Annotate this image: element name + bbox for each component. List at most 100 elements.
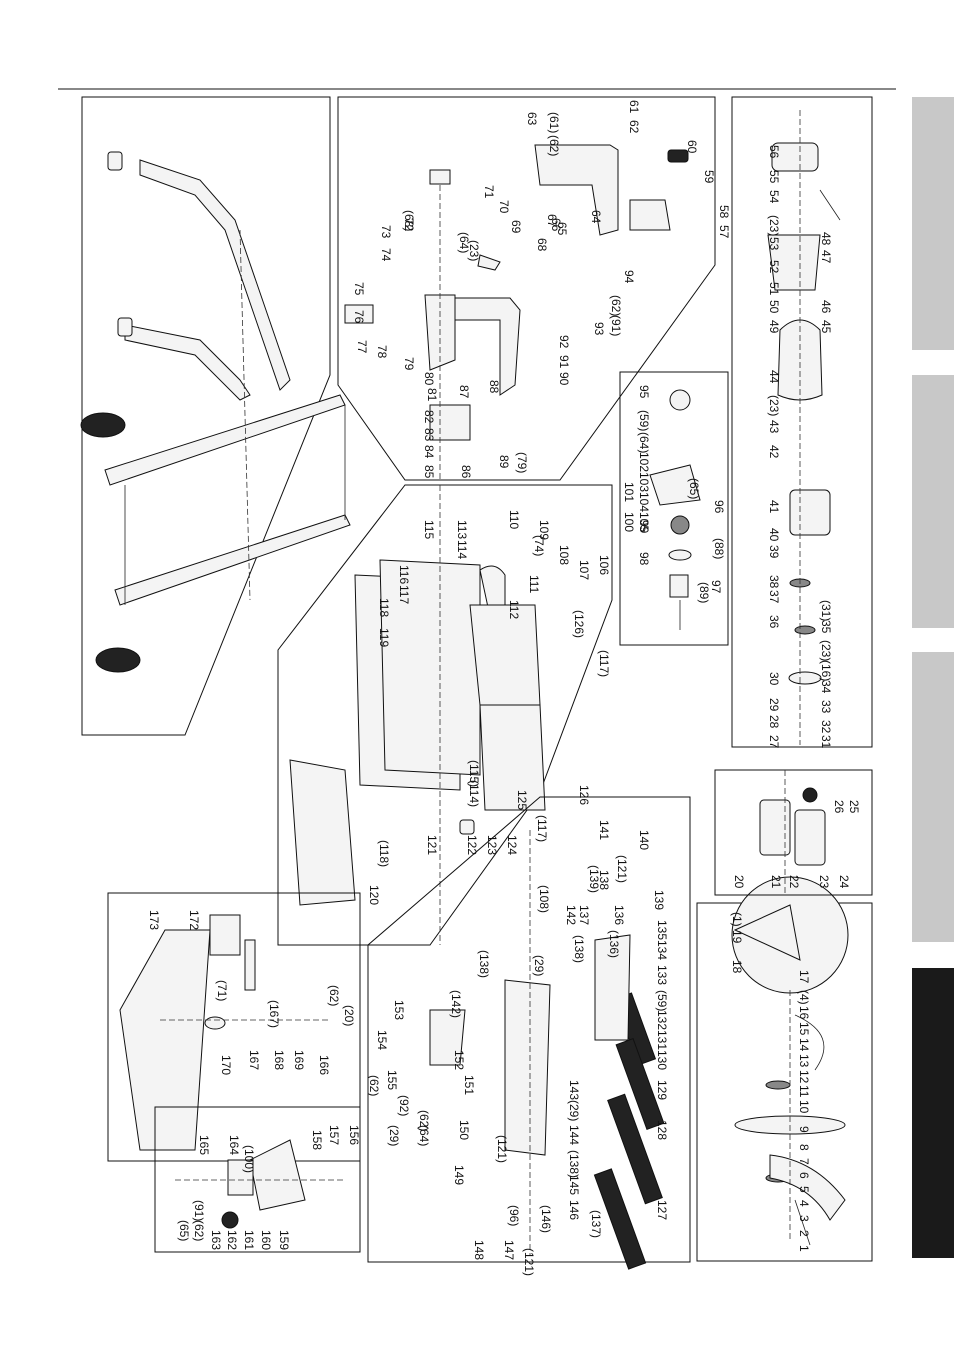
- part-number-label: 78: [375, 345, 389, 359]
- part-number-label: 57: [717, 225, 731, 239]
- part-number-label: 122: [465, 835, 479, 855]
- part-number-label: 163: [209, 1230, 223, 1250]
- part-number-label: 134: [655, 940, 669, 960]
- part-number-label: 3: [797, 1215, 811, 1222]
- part-number-label: (91): [609, 315, 623, 336]
- part-number-label: 9: [797, 1126, 811, 1133]
- part-number-label: 23: [817, 875, 831, 889]
- part-number-label: (62): [367, 1075, 381, 1096]
- part-number-label: 147: [502, 1240, 516, 1260]
- part-number-label: 4: [797, 1200, 811, 1207]
- part-number-label: 130: [655, 1050, 669, 1070]
- part-number-label: 165: [197, 1135, 211, 1155]
- part-number-label: 80: [422, 372, 436, 386]
- part-number-label: (74): [532, 535, 546, 556]
- part-number-label: 2: [797, 1230, 811, 1237]
- part-number-label: 88: [487, 380, 501, 394]
- part-number-label: 115: [422, 520, 436, 539]
- part-number-label: 31: [819, 735, 833, 749]
- part-number-label: (64): [417, 1125, 431, 1146]
- part-number-label: 52: [767, 260, 781, 274]
- part-number-label: 64: [589, 210, 603, 224]
- part-number-label: 100: [622, 512, 636, 532]
- part-number-label: 169: [292, 1050, 306, 1070]
- part-number-label: 37: [767, 590, 781, 604]
- frame-labels: 106107108109110(74)111112113114115116117…: [367, 510, 611, 905]
- part-number-label: 13: [797, 1054, 811, 1068]
- part-number-label: 111: [527, 575, 541, 594]
- panel-pump: 156157158159160161162163164(100)165(91)(…: [154, 1106, 361, 1253]
- part-number-label: 29: [767, 698, 781, 712]
- part-number-label: (65): [687, 478, 701, 499]
- part-number-label: 56: [767, 145, 781, 159]
- part-number-label: (121): [522, 1248, 536, 1276]
- part-number-label: (65): [177, 1220, 191, 1241]
- part-number-label: 19: [730, 930, 744, 944]
- part-number-label: 17: [797, 970, 811, 984]
- part-number-label: 95: [637, 385, 651, 399]
- part-number-label: 12: [797, 1070, 811, 1084]
- part-number-label: 148: [472, 1240, 486, 1260]
- part-number-label: 35: [819, 620, 833, 634]
- part-number-label: 121: [425, 835, 439, 855]
- section-tab-3[interactable]: [912, 652, 954, 942]
- section-tab-1[interactable]: [912, 97, 954, 350]
- part-number-label: (4): [797, 990, 811, 1005]
- part-number-label: 161: [242, 1230, 256, 1250]
- part-number-label: (62): [417, 1110, 431, 1131]
- part-number-label: (59): [655, 990, 669, 1011]
- part-number-label: 77: [355, 340, 369, 354]
- part-number-label: 26: [832, 800, 846, 814]
- section-tab-2[interactable]: [912, 375, 954, 628]
- part-number-label: 145: [567, 1175, 581, 1195]
- part-number-label: 83: [422, 428, 436, 442]
- part-number-label: 133: [655, 965, 669, 985]
- part-number-label: 107: [577, 560, 591, 580]
- panel-stand: [80, 96, 351, 736]
- part-number-label: 137: [577, 905, 591, 925]
- section-tab-4-active[interactable]: [912, 968, 954, 1258]
- part-number-label: 15: [797, 1022, 811, 1036]
- part-number-label: 16: [797, 1006, 811, 1020]
- part-number-label: 7: [797, 1158, 811, 1165]
- part-number-label: (23): [467, 240, 481, 261]
- panel-frame: 106107108109110(74)111112113114115116117…: [277, 484, 613, 946]
- part-number-label: 127: [655, 1200, 669, 1220]
- part-number-label: 6: [797, 1172, 811, 1179]
- part-number-label: 33: [819, 700, 833, 714]
- part-number-label: 50: [767, 300, 781, 314]
- part-number-label: 11: [797, 1085, 811, 1098]
- part-number-label: 85: [422, 465, 436, 479]
- part-number-label: 125: [515, 790, 529, 810]
- part-number-label: (142): [449, 990, 463, 1018]
- part-number-label: (23): [819, 640, 833, 661]
- part-number-label: 82: [422, 410, 436, 424]
- part-number-label: (92): [397, 1095, 411, 1116]
- arm-labels: 57585960616263(61)(62)6465666768697071(2…: [352, 100, 731, 479]
- part-number-label: 105: [637, 512, 651, 532]
- part-number-label: 67: [545, 214, 559, 228]
- part-number-label: 152: [452, 1050, 466, 1070]
- part-number-label: 128: [655, 1120, 669, 1140]
- part-number-label: 46: [819, 300, 833, 314]
- part-number-label: 158: [310, 1130, 324, 1150]
- part-number-label: 131: [655, 1030, 669, 1050]
- part-number-label: 34: [819, 680, 833, 694]
- part-number-label: 93: [592, 322, 606, 336]
- part-number-label: 120: [367, 885, 381, 905]
- part-number-label: 155: [385, 1070, 399, 1090]
- part-number-label: 30: [767, 672, 781, 686]
- part-number-label: 151: [462, 1075, 476, 1095]
- part-number-label: (117): [597, 650, 611, 677]
- part-number-label: 166: [317, 1055, 331, 1075]
- part-number-label: 172: [187, 910, 201, 930]
- part-number-label: 81: [425, 388, 439, 402]
- part-number-label: 153: [392, 1000, 406, 1020]
- pump-labels: 156157158159160161162163164(100)165(91)(…: [177, 1125, 361, 1250]
- part-number-label: (115): [467, 760, 481, 787]
- part-number-label: 44: [767, 370, 781, 384]
- part-number-label: (117): [535, 815, 549, 842]
